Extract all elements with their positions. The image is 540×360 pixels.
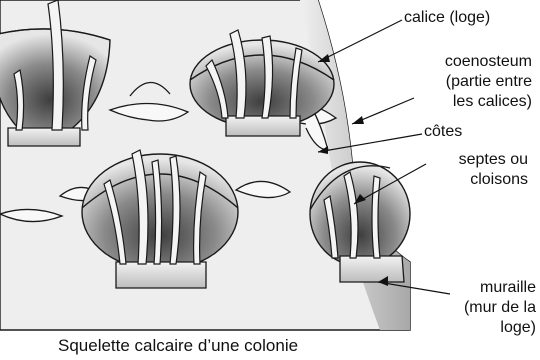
label-muraille-line-3: loge) (464, 318, 536, 338)
label-septes-line-2: cloisons (459, 170, 528, 190)
label-muraille-line-2: (mur de la (464, 298, 536, 318)
label-calice: calice (loge) (404, 8, 490, 28)
label-coenosteum-line-1: coenosteum (445, 52, 532, 72)
label-coenosteum: coenosteum (partie entre les calices) (445, 52, 532, 112)
label-coenosteum-line-2: (partie entre (445, 72, 532, 92)
label-septes: septes ou cloisons (459, 150, 528, 190)
label-cotes: côtes (424, 122, 462, 142)
label-septes-line-1: septes ou (459, 150, 528, 170)
label-coenosteum-line-3: les calices) (445, 92, 532, 112)
label-muraille-line-1: muraille (464, 278, 536, 298)
label-muraille: muraille (mur de la loge) (464, 278, 536, 338)
diagram-caption: Squelette calcaire d’une colonie (58, 336, 298, 356)
